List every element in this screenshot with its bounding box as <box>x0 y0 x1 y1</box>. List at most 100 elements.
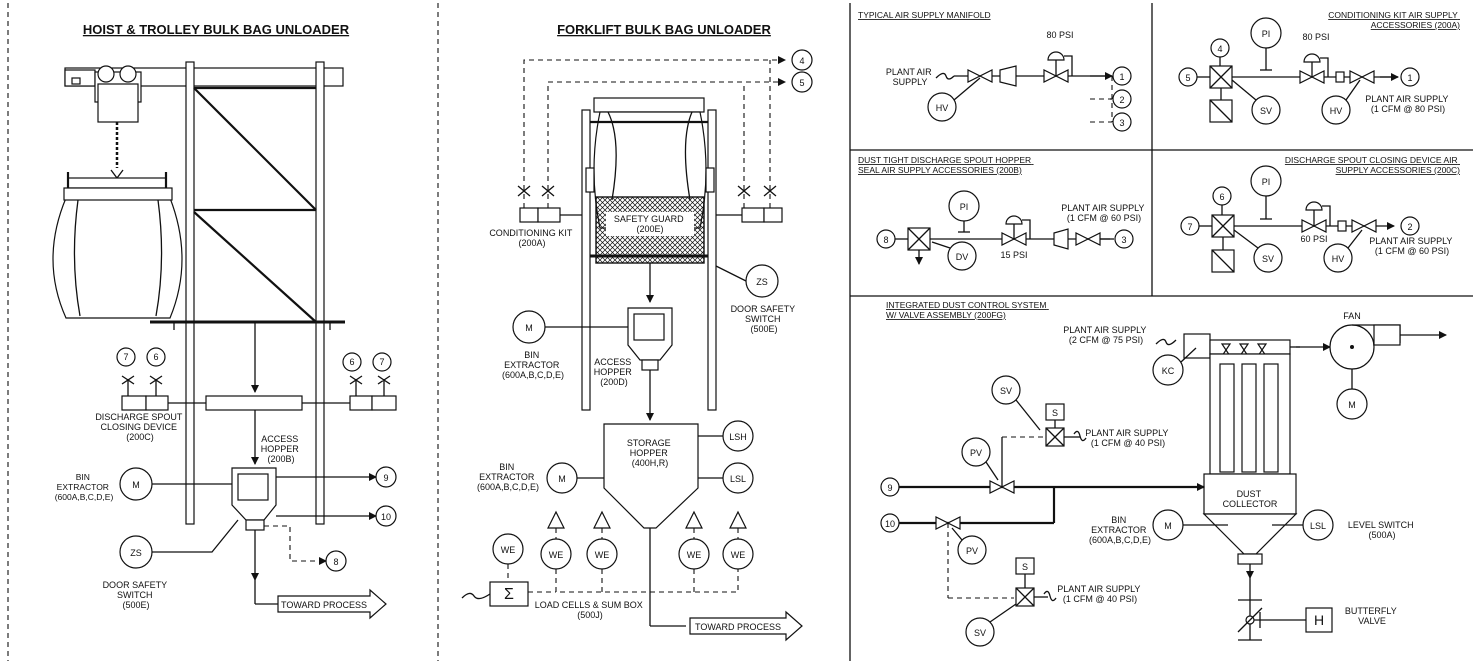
svg-text:8: 8 <box>883 235 888 245</box>
svg-text:WE: WE <box>731 550 746 560</box>
dust-control-title: INTEGRATED DUST CONTROL SYSTEM W/ VALVE … <box>886 300 1049 320</box>
svg-text:PI: PI <box>1262 29 1271 39</box>
svg-text:9: 9 <box>887 483 892 493</box>
storage-hopper <box>603 423 699 529</box>
dc-pv-1 <box>961 437 991 467</box>
bin-extractor-label-3: BIN EXTRACTOR (600A,B,C,D,E) <box>477 462 539 492</box>
svg-text:S: S <box>1022 562 1028 572</box>
svg-text:M: M <box>525 323 533 333</box>
svg-text:HV: HV <box>936 103 949 113</box>
spout-sv <box>1253 243 1283 273</box>
svg-text:SV: SV <box>1000 386 1012 396</box>
dc-plant-air-bot: PLANT AIR SUPPLY (1 CFM @ 40 PSI) <box>1057 584 1143 604</box>
svg-text:M: M <box>558 474 566 484</box>
cond-sv <box>1251 95 1281 125</box>
svg-text:ZS: ZS <box>130 548 142 558</box>
panel-borders <box>7 3 1473 661</box>
svg-text:3: 3 <box>1119 118 1124 128</box>
svg-text:S: S <box>1052 408 1058 418</box>
svg-text:80 PSI: 80 PSI <box>1046 30 1073 40</box>
svg-text:7: 7 <box>379 357 384 367</box>
spout-device-label: DISCHARGE SPOUT CLOSING DEVICE (200C) <box>95 412 184 442</box>
butterfly-label: BUTTERFLY VALVE <box>1345 606 1399 626</box>
panel-dust-tight: DUST TIGHT DISCHARGE SPOUT HOPPER SEAL A… <box>858 155 1144 271</box>
manifold-ref-3 <box>1112 112 1132 132</box>
butterfly-actuator <box>1305 607 1333 633</box>
svg-text:SV: SV <box>974 628 986 638</box>
spout-ref-2 <box>1400 216 1420 236</box>
svg-text:60 PSI: 60 PSI <box>1300 234 1327 244</box>
svg-text:DV: DV <box>956 252 969 262</box>
svg-text:15 PSI: 15 PSI <box>1000 250 1027 260</box>
svg-text:PI: PI <box>1262 177 1271 187</box>
svg-text:5: 5 <box>1185 73 1190 83</box>
svg-text:WE: WE <box>687 550 702 560</box>
svg-text:2: 2 <box>1119 95 1124 105</box>
svg-text:2: 2 <box>1407 222 1412 232</box>
svg-text:SV: SV <box>1262 254 1274 264</box>
dust-tight-ref-3 <box>1114 229 1134 249</box>
manifold-hv <box>927 92 957 122</box>
ref-4 <box>791 49 813 71</box>
storage-hopper-label: STORAGE HOPPER (400H,R) <box>627 438 673 468</box>
panel-spout-closing: DISCHARGE SPOUT CLOSING DEVICE AIR SUPPL… <box>1180 155 1460 273</box>
kc-controller <box>1152 354 1184 386</box>
svg-text:1: 1 <box>1407 73 1412 83</box>
toward-process-arrow <box>277 588 387 620</box>
svg-text:LSH: LSH <box>729 432 747 442</box>
dc-sv-2 <box>965 617 995 647</box>
panel-cond-kit: CONDITIONING KIT AIR SUPPLY ACCESSORIES … <box>1178 10 1460 125</box>
svg-text:TOWARD PROCESS: TOWARD PROCESS <box>695 622 781 632</box>
svg-text:SV: SV <box>1260 106 1272 116</box>
manifold-ref-1 <box>1112 66 1132 86</box>
svg-text:3: 3 <box>1121 235 1126 245</box>
safety-guard-label: SAFETY GUARD (200E) <box>614 214 686 234</box>
ref-6b <box>342 352 362 372</box>
spout-closing-device <box>205 395 303 411</box>
manifold-ref-2 <box>1112 89 1132 109</box>
dust-tight-title: DUST TIGHT DISCHARGE SPOUT HOPPER SEAL A… <box>858 155 1034 175</box>
svg-text:LSL: LSL <box>1310 521 1326 531</box>
access-hopper-label: ACCESS HOPPER (200B) <box>261 434 302 464</box>
bulk-bag <box>52 197 183 319</box>
svg-text:9: 9 <box>383 473 388 483</box>
ref-10 <box>375 505 397 527</box>
panel-hoist-trolley: HOIST & TROLLEY BULK BAG UNLOADER <box>52 22 397 620</box>
svg-text:H: H <box>1314 612 1324 628</box>
svg-text:PV: PV <box>970 448 982 458</box>
spout-closing-title: DISCHARGE SPOUT CLOSING DEVICE AIR SUPPL… <box>1285 155 1460 175</box>
svg-text:5: 5 <box>799 78 804 88</box>
svg-text:HV: HV <box>1330 106 1343 116</box>
conditioning-kit-label: CONDITIONING KIT (200A) <box>489 228 574 248</box>
bin-extractor-label-2: BIN EXTRACTOR (600A,B,C,D,E) <box>502 350 564 380</box>
svg-text:8: 8 <box>333 557 338 567</box>
access-hopper-label-2: ACCESS HOPPER (200D) <box>594 357 635 387</box>
cond-plant-air: PLANT AIR SUPPLY (1 CFM @ 80 PSI) <box>1365 94 1451 114</box>
spout-hv <box>1323 243 1353 273</box>
dc-bin-extractor-label: BIN EXTRACTOR (600A,B,C,D,E) <box>1089 515 1151 545</box>
svg-text:6: 6 <box>349 357 354 367</box>
ref-6a <box>146 347 166 367</box>
svg-text:4: 4 <box>1217 44 1222 54</box>
dust-collector-label: DUST COLLECTOR <box>1223 489 1278 509</box>
svg-text:HV: HV <box>1332 254 1345 264</box>
svg-text:Σ: Σ <box>504 586 514 603</box>
panel-manifold: TYPICAL AIR SUPPLY MANIFOLD PLANT AIR SU… <box>858 10 1132 132</box>
hoist-title: HOIST & TROLLEY BULK BAG UNLOADER <box>83 22 350 37</box>
svg-text:6: 6 <box>153 352 158 362</box>
svg-text:M: M <box>132 480 140 490</box>
svg-text:10: 10 <box>381 512 391 522</box>
dc-level-switch-label: LEVEL SWITCH (500A) <box>1348 520 1416 540</box>
svg-text:7: 7 <box>1187 222 1192 232</box>
svg-text:M: M <box>1348 400 1356 410</box>
ref-9 <box>375 466 397 488</box>
svg-text:PV: PV <box>966 546 978 556</box>
svg-text:WE: WE <box>501 545 516 555</box>
cond-ref-1 <box>1400 67 1420 87</box>
svg-text:80 PSI: 80 PSI <box>1302 32 1329 42</box>
svg-text:WE: WE <box>549 550 564 560</box>
panel-forklift: FORKLIFT BULK BAG UNLOADER 4 5 CONDITION… <box>461 22 813 642</box>
svg-text:TOWARD PROCESS: TOWARD PROCESS <box>281 600 367 610</box>
dc-pv-2 <box>957 535 987 565</box>
panel-dust-control: INTEGRATED DUST CONTROL SYSTEM W/ VALVE … <box>880 300 1447 647</box>
